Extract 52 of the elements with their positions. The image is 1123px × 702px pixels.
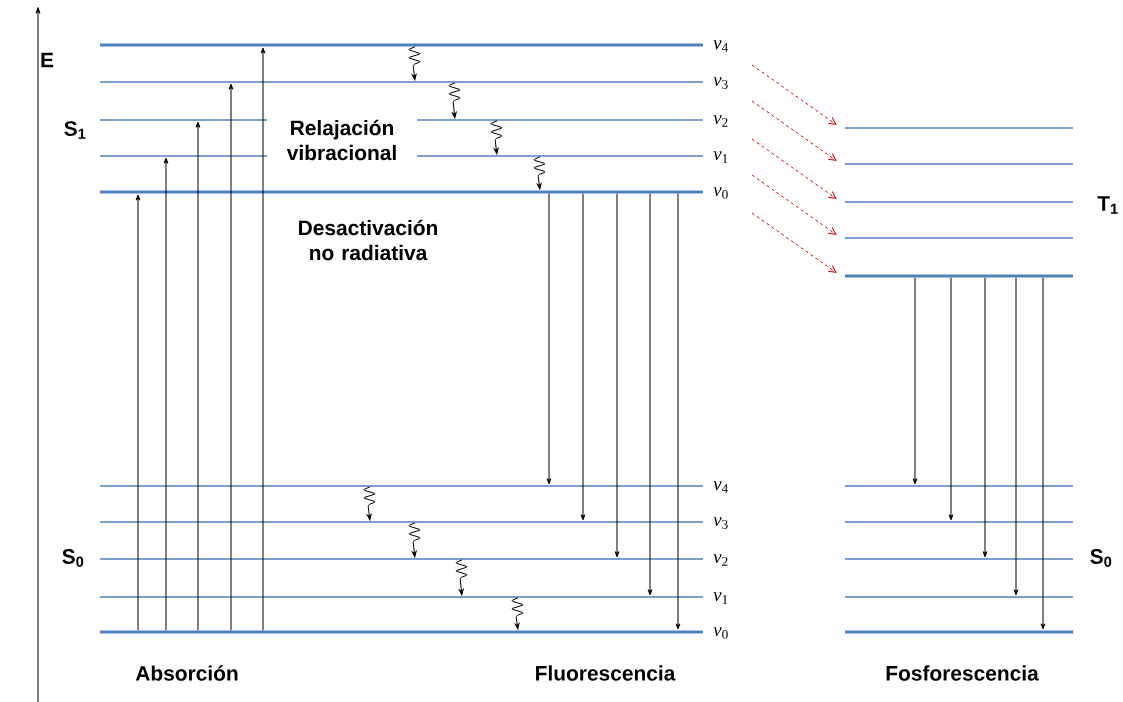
- level-label: v$_{3}$: [713, 77, 728, 89]
- arrow: [912, 277, 918, 485]
- text-label: Fosforescencia: [886, 665, 1039, 681]
- arrow: [948, 277, 954, 521]
- level-label: v$_{3}$: [713, 517, 728, 529]
- level-label: v$_{0}$: [713, 627, 728, 639]
- text-label: Desactivación no radiativa: [299, 219, 438, 261]
- dashed-arrow: [751, 64, 837, 125]
- wavy-arrow: [448, 82, 461, 119]
- level-label: v$_{4}$: [713, 481, 729, 493]
- arrow: [195, 121, 201, 631]
- energy-level: [845, 630, 1073, 634]
- text-label: S$_{0}$: [1090, 549, 1112, 567]
- wavy-arrow: [408, 522, 421, 558]
- arrow: [1013, 277, 1019, 596]
- wavy-arrow: [533, 156, 546, 190]
- arrow: [647, 193, 653, 596]
- arrow: [260, 47, 266, 631]
- arrow: [1040, 277, 1046, 630]
- level-label: v$_{1}$: [713, 592, 728, 604]
- level-label: v$_{0}$: [713, 187, 728, 199]
- energy-level: [100, 190, 703, 194]
- dashed-arrow: [751, 138, 837, 199]
- arrow: [580, 193, 586, 521]
- text-label: T$_{1}$: [1097, 196, 1118, 214]
- text-label: E: [41, 52, 54, 68]
- wavy-arrow: [490, 120, 503, 155]
- energy-level: [845, 274, 1073, 278]
- text-label: S$_{1}$: [64, 121, 86, 139]
- level-label: v$_{2}$: [713, 115, 728, 127]
- wavy-arrow: [363, 486, 376, 521]
- arrow: [228, 83, 234, 631]
- wavy-arrow: [511, 597, 524, 630]
- wavy-arrow: [455, 559, 468, 596]
- arrow: [163, 157, 169, 631]
- dashed-arrow: [751, 174, 837, 235]
- text-label: Relajación vibracional: [267, 117, 417, 163]
- arrow: [614, 193, 620, 558]
- dashed-arrow: [751, 212, 837, 273]
- level-label: v$_{4}$: [713, 40, 729, 52]
- dashed-arrow: [751, 100, 837, 161]
- energy-level: [100, 630, 703, 634]
- arrow: [546, 193, 552, 485]
- text-label: Absorción: [135, 665, 238, 681]
- arrow: [675, 193, 681, 630]
- energy-level: [100, 43, 703, 47]
- text-label: Fluorescencia: [536, 665, 676, 681]
- level-label: v$_{1}$: [713, 151, 728, 163]
- arrow: [982, 277, 988, 558]
- level-label: v$_{2}$: [713, 554, 728, 566]
- text-label: S$_{0}$: [62, 549, 84, 567]
- arrow: [135, 194, 141, 631]
